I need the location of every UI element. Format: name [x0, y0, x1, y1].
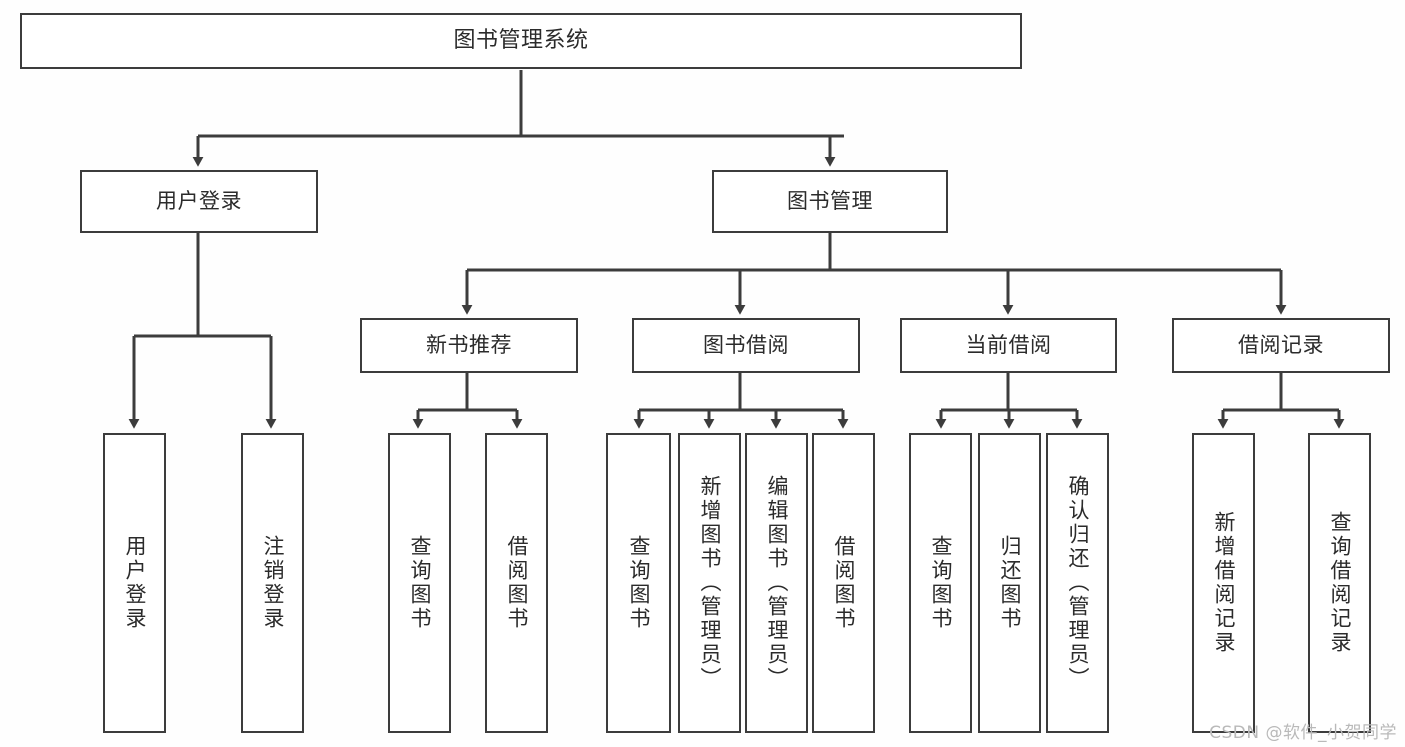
node-label: 注销登录 — [261, 535, 285, 631]
node-label: 查询图书 — [627, 535, 651, 631]
node-user-login[interactable]: 用户登录 — [80, 170, 318, 233]
node-leaf-add-book[interactable]: 新增图书（管理员） — [678, 433, 741, 733]
node-label: 归还图书 — [998, 535, 1022, 631]
node-label: 新增图书（管理员） — [698, 475, 722, 691]
node-leaf-query-record[interactable]: 查询借阅记录 — [1308, 433, 1371, 733]
node-current-borrow[interactable]: 当前借阅 — [900, 318, 1117, 373]
node-label: 查询图书 — [929, 535, 953, 631]
node-book-borrow[interactable]: 图书借阅 — [632, 318, 860, 373]
node-label: 当前借阅 — [965, 333, 1052, 358]
node-label: 图书借阅 — [703, 333, 789, 358]
node-leaf-return-book[interactable]: 归还图书 — [978, 433, 1041, 733]
node-label: 编辑图书（管理员） — [765, 475, 789, 691]
node-leaf-edit-book[interactable]: 编辑图书（管理员） — [745, 433, 808, 733]
node-leaf-borrow-book-2[interactable]: 借阅图书 — [812, 433, 875, 733]
node-label: 图书管理 — [787, 189, 873, 214]
node-book-management[interactable]: 图书管理 — [712, 170, 948, 233]
node-label: 新书推荐 — [426, 333, 512, 358]
node-label: 用户登录 — [156, 189, 242, 214]
node-leaf-logout-login[interactable]: 注销登录 — [241, 433, 304, 733]
node-label: 查询图书 — [408, 535, 432, 631]
node-label: 借阅图书 — [832, 535, 856, 631]
node-leaf-query-book-3[interactable]: 查询图书 — [909, 433, 972, 733]
node-root-system[interactable]: 图书管理系统 — [20, 13, 1022, 69]
node-new-book-recommend[interactable]: 新书推荐 — [360, 318, 578, 373]
node-leaf-borrow-book-1[interactable]: 借阅图书 — [485, 433, 548, 733]
node-label: 用户登录 — [123, 535, 147, 631]
node-label: 确认归还（管理员） — [1066, 475, 1090, 691]
node-leaf-query-book-1[interactable]: 查询图书 — [388, 433, 451, 733]
node-borrow-record[interactable]: 借阅记录 — [1172, 318, 1390, 373]
node-leaf-user-login[interactable]: 用户登录 — [103, 433, 166, 733]
node-label: 新增借阅记录 — [1212, 511, 1236, 655]
node-leaf-query-book-2[interactable]: 查询图书 — [606, 433, 671, 733]
node-label: 查询借阅记录 — [1328, 511, 1352, 655]
node-label: 借阅图书 — [505, 535, 529, 631]
node-label: 图书管理系统 — [453, 28, 589, 54]
csdn-watermark: CSDN @软件_小贺同学 — [1209, 723, 1397, 743]
node-label: 借阅记录 — [1238, 333, 1324, 358]
node-leaf-confirm-return[interactable]: 确认归还（管理员） — [1046, 433, 1109, 733]
node-leaf-add-record[interactable]: 新增借阅记录 — [1192, 433, 1255, 733]
